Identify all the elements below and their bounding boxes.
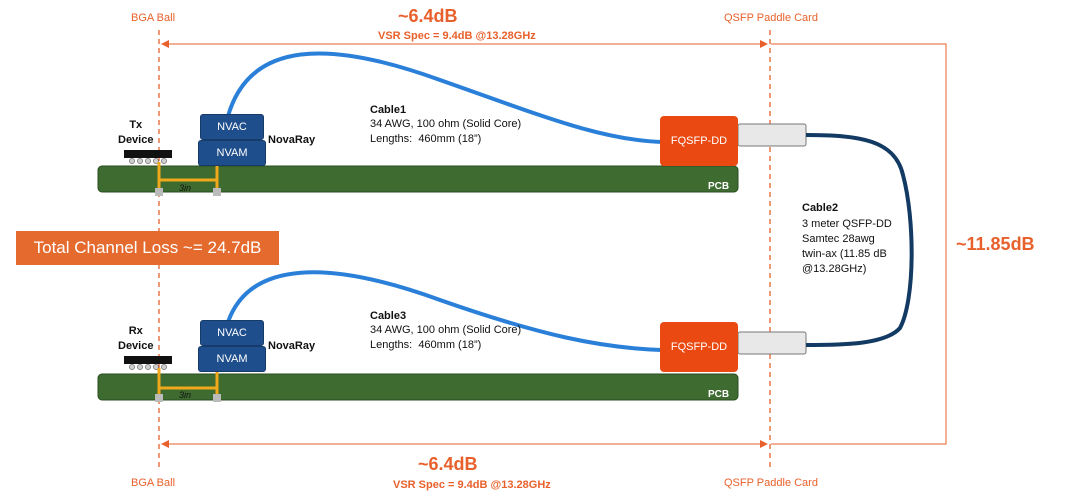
tx-pcb (97, 165, 739, 193)
bottom-vsr-spec: VSR Spec = 9.4dB @13.28GHz (393, 479, 551, 491)
rx-trace-length: 3in (179, 390, 192, 400)
cable2-desc: 3 meter QSFP-DD Samtec 28awg twin-ax (11… (802, 218, 892, 275)
cable2-loop (805, 133, 914, 347)
rx-device-balls (129, 364, 167, 370)
rx-pcb-label: PCB (708, 389, 730, 400)
top-loss-value: ~6.4dB (398, 6, 458, 26)
rx-pcb (97, 373, 739, 401)
tx-fqsfp-dd-connector: FQSFP-DD (660, 116, 738, 166)
tx-nvac-chip: NVAC (200, 114, 264, 140)
qsfp-paddle-label-bottom: QSFP Paddle Card (724, 477, 818, 489)
rx-nvac-chip: NVAC (200, 320, 264, 346)
right-dimension-bracket (771, 43, 947, 445)
bga-ball-label-top: BGA Ball (131, 12, 176, 24)
rx-nvam-chip: NVAM (198, 346, 266, 372)
tx-trace-length: 3in (179, 183, 192, 193)
tx-novaray-label: NovaRay (268, 134, 316, 146)
tx-cable1 (226, 51, 663, 144)
bottom-loss-value: ~6.4dB (418, 454, 478, 474)
cable2-loss-value: ~11.85dB (956, 234, 1035, 254)
tx-device-balls (129, 158, 167, 164)
rx-cable-title: Cable3 (370, 310, 407, 322)
tx-device-chip (124, 150, 172, 158)
rx-device-label: Rx Device (118, 325, 154, 352)
rx-device-chip (124, 356, 172, 364)
tx-nvam-chip: NVAM (198, 140, 266, 166)
qsfp-paddle-label-top: QSFP Paddle Card (724, 12, 818, 24)
tx-pcb-label: PCB (708, 181, 730, 192)
top-vsr-spec: VSR Spec = 9.4dB @13.28GHz (378, 30, 536, 42)
bga-ball-label-bottom: BGA Ball (131, 477, 176, 489)
rx-trace (157, 368, 219, 396)
cable2-title: Cable2 (802, 202, 839, 214)
rx-cable3 (226, 270, 663, 352)
rx-fqsfp-dd-connector: FQSFP-DD (660, 322, 738, 372)
rx-qsfp-plug (737, 331, 807, 355)
tx-trace (157, 162, 219, 190)
total-channel-loss-box: Total Channel Loss ~= 24.7dB (16, 231, 279, 265)
tx-cable-title: Cable1 (370, 104, 407, 116)
rx-cable-desc: 34 AWG, 100 ohm (Solid Core) Lengths: 46… (370, 324, 522, 351)
rx-novaray-label: NovaRay (268, 340, 316, 352)
tx-qsfp-plug (737, 123, 807, 147)
tx-cable-desc: 34 AWG, 100 ohm (Solid Core) Lengths: 46… (370, 118, 522, 145)
tx-device-label: Tx Device (118, 119, 154, 146)
